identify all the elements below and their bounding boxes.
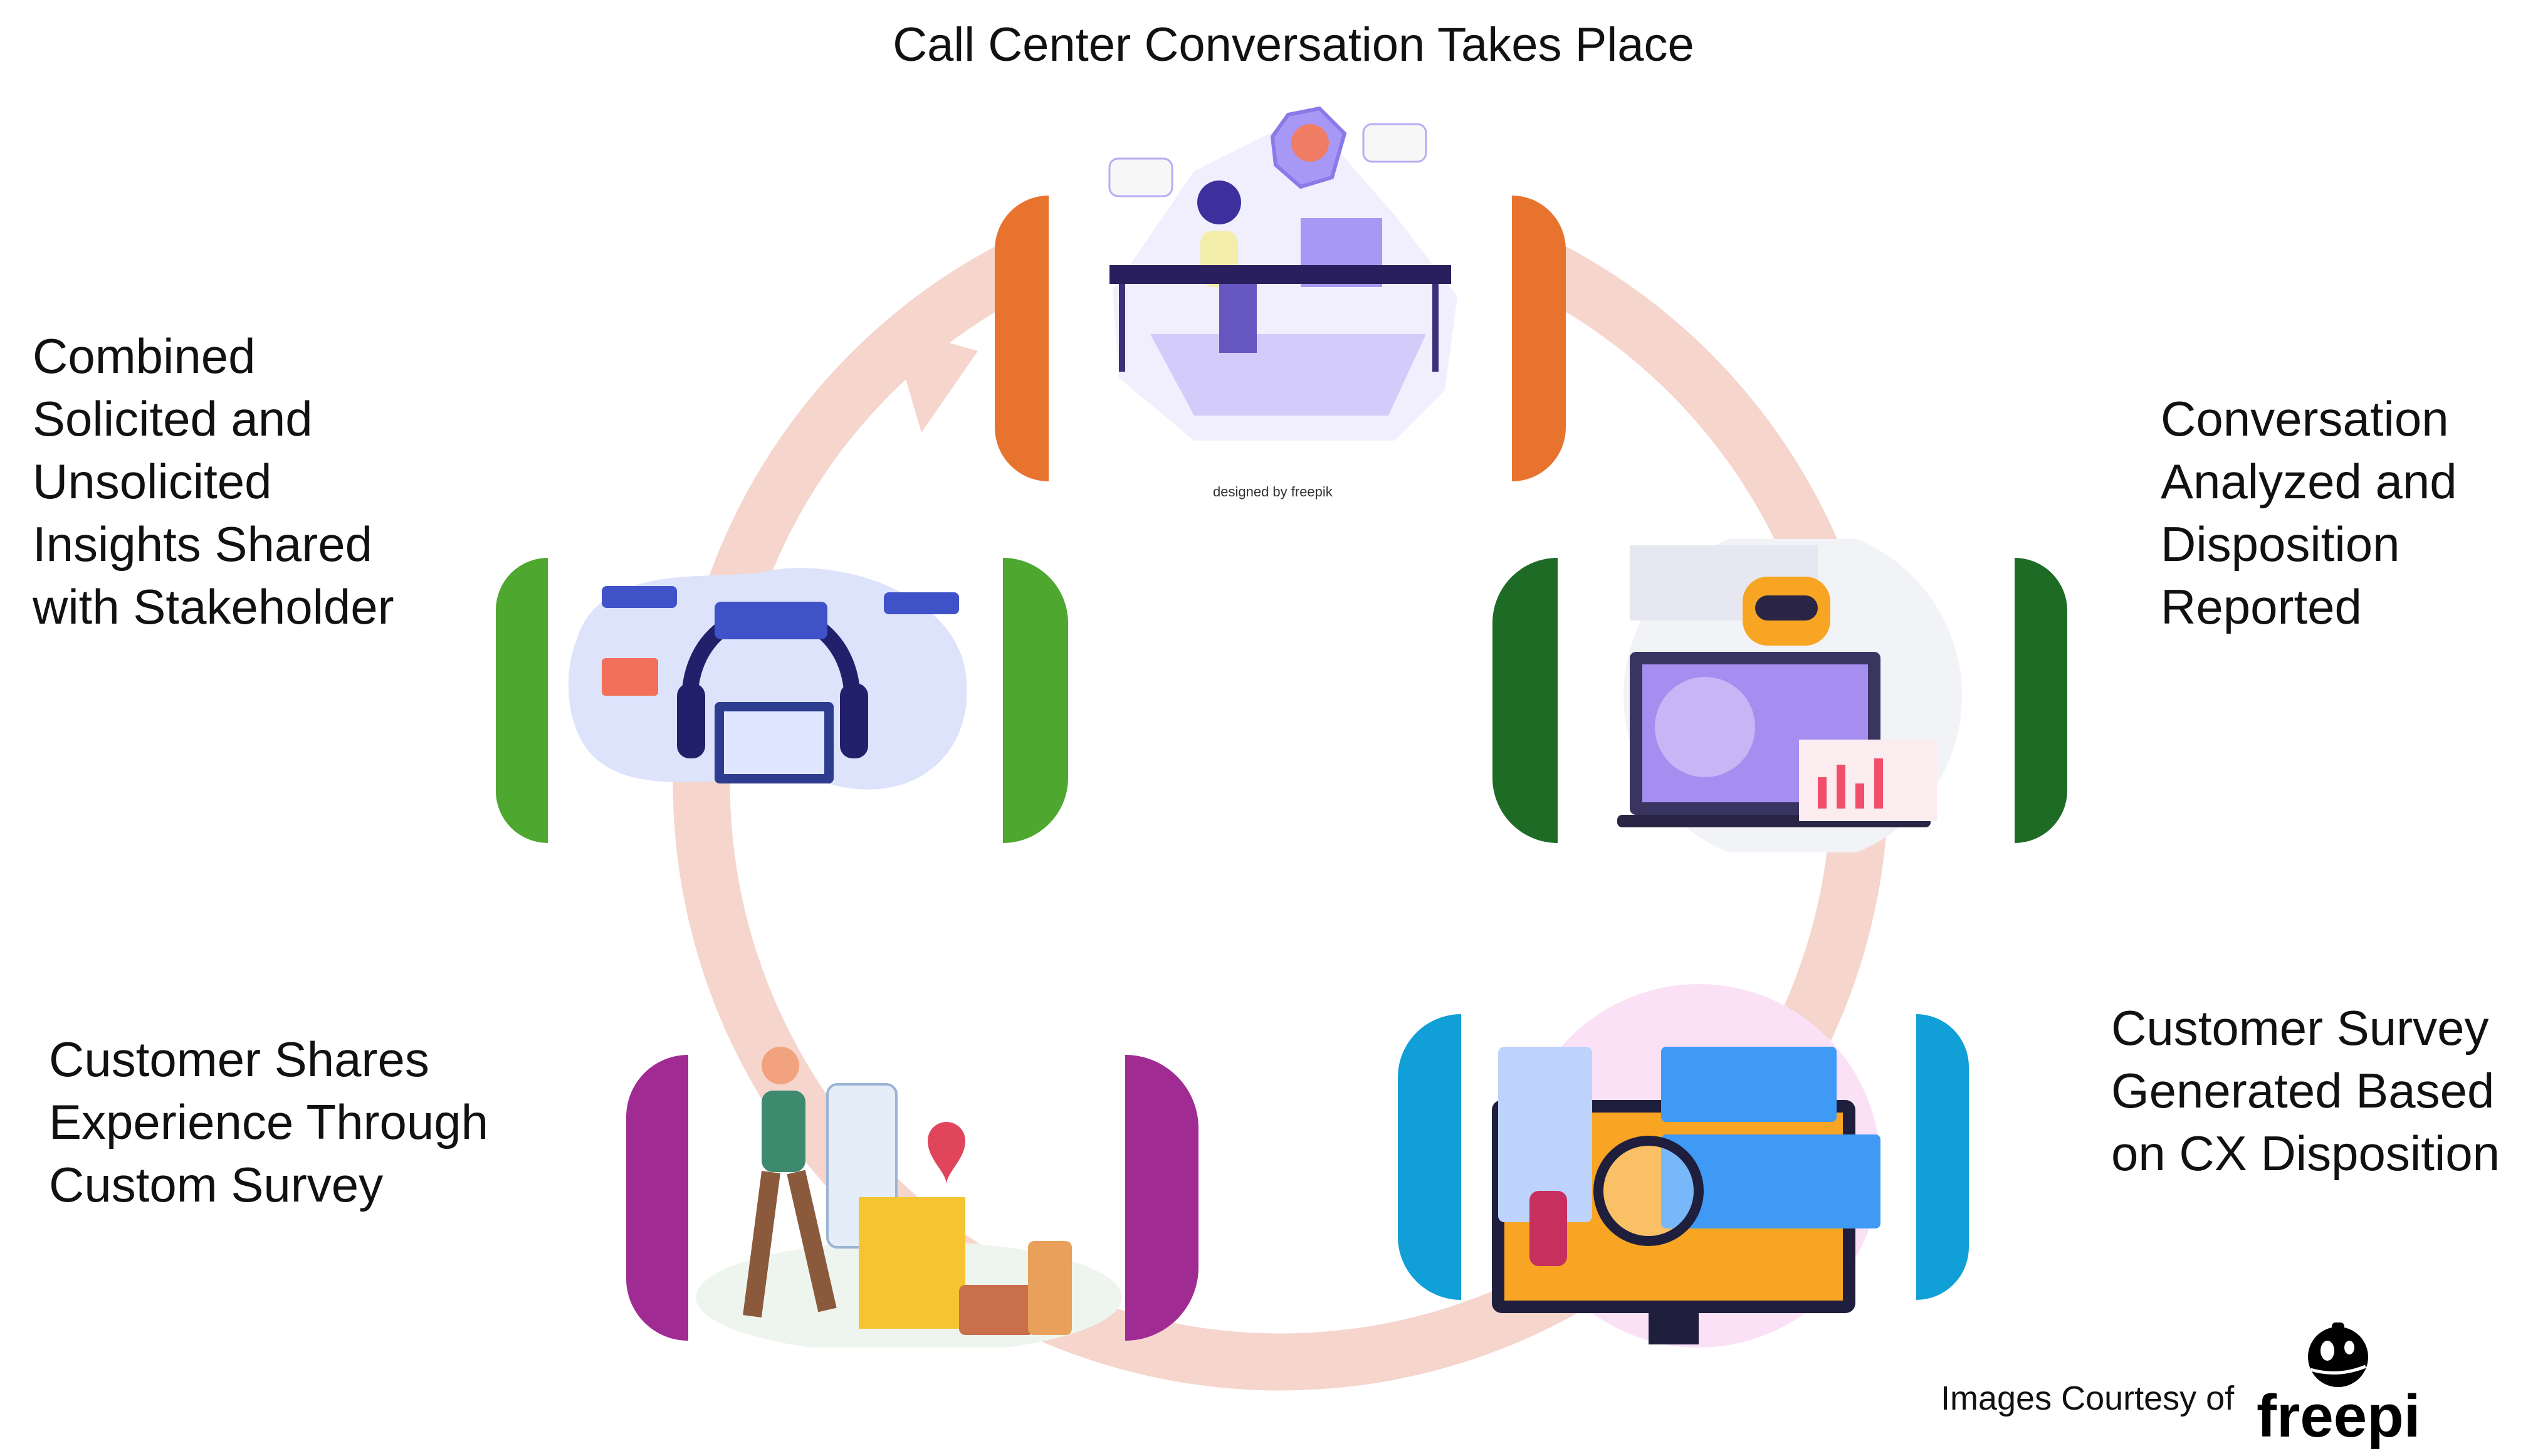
traveler-review-illustration (696, 1047, 1122, 1348)
illustration-credit: designed by freepik (1213, 484, 1333, 500)
label-line: Custom Survey (49, 1157, 384, 1212)
call-center-agent-illustration (1108, 106, 1457, 441)
step-label-customer-shares: Customer Shares Experience Through Custo… (49, 1028, 488, 1216)
label-line: Unsolicited (33, 454, 272, 509)
label-line: Experience Through (49, 1094, 489, 1150)
label-line: Solicited and (33, 391, 313, 446)
footer-credit: Images Courtesy of (1941, 1380, 2235, 1417)
label-line: Reported (2161, 579, 2362, 634)
step-label-analysis: Conversation Analyzed and Disposition Re… (2161, 387, 2457, 638)
label-line: Insights Shared (33, 516, 373, 572)
label-line: Combined (33, 328, 256, 384)
bracket-left (496, 558, 548, 843)
bracket-left (995, 196, 1049, 481)
freepik-logo: freepik (2257, 1322, 2420, 1450)
bracket-right (1916, 1014, 1969, 1300)
label-line: Disposition (2161, 516, 2400, 572)
page-title: Call Center Conversation Takes Place (893, 18, 1694, 71)
headset-feedback-illustration (568, 568, 967, 790)
label-line: Conversation (2161, 391, 2449, 446)
bracket-left (626, 1055, 688, 1341)
bracket-right (2015, 558, 2067, 843)
bracket-left (1492, 558, 1558, 843)
robot-analytics-illustration (1617, 539, 1962, 852)
label-line: Customer Survey (2111, 1000, 2489, 1055)
data-analysis-illustration (1492, 984, 1880, 1348)
label-line: with Stakeholder (33, 579, 394, 634)
bracket-right (1125, 1055, 1198, 1341)
bracket-right (1003, 558, 1068, 843)
cycle-arrowhead-icon (890, 326, 978, 432)
label-line: Customer Shares (49, 1032, 429, 1087)
label-line: Generated Based (2111, 1063, 2495, 1118)
label-line: on CX Disposition (2111, 1126, 2500, 1181)
label-line: Analyzed and (2161, 454, 2457, 509)
step-label-survey-generated: Customer Survey Generated Based on CX Di… (2111, 997, 2500, 1185)
bracket-left (1398, 1014, 1461, 1300)
step-label-insights: Combined Solicited and Unsolicited Insig… (33, 325, 394, 638)
freepik-logo-text: freepik (2257, 1383, 2420, 1450)
bracket-right (1512, 196, 1566, 481)
